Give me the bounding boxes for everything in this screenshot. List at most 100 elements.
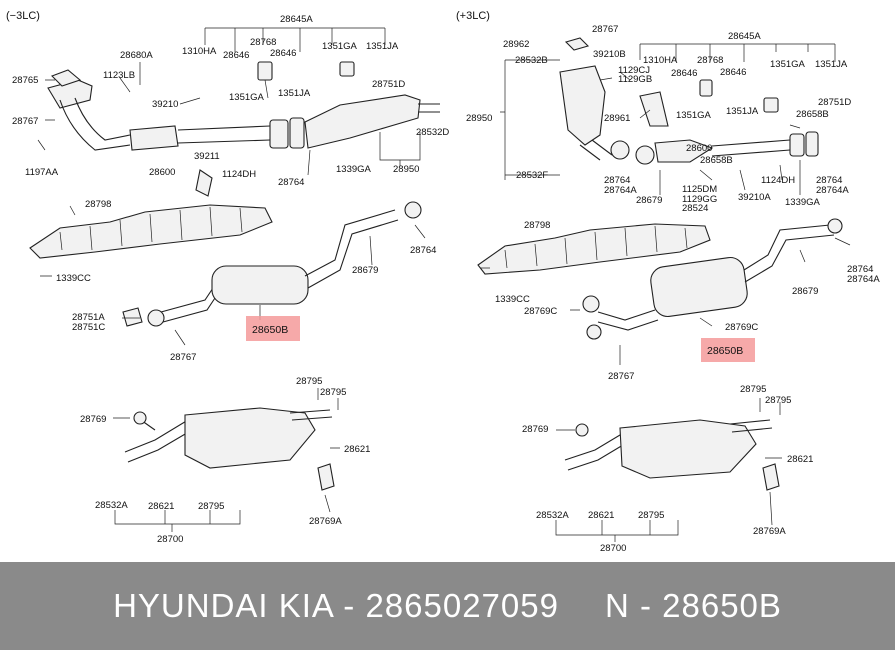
- left-rear-muffler: [124, 407, 335, 491]
- callout-label: 28751D: [372, 79, 405, 90]
- callout-label: 1129GG: [682, 194, 717, 205]
- callout-label: 1310HA: [182, 46, 217, 57]
- right-leader-lines: [480, 43, 851, 542]
- footer-oem-code: N - 28650B: [604, 587, 782, 624]
- callout-label: 28658B: [700, 155, 733, 166]
- callout-label: 28768: [250, 37, 276, 48]
- callout-label: 28645A: [280, 14, 313, 25]
- highlight-box: [246, 316, 300, 341]
- callout-label: 1310HA: [643, 55, 678, 66]
- callout-label: 28764: [847, 264, 873, 275]
- callout-label: 28798: [85, 199, 111, 210]
- left-center-muffler: [122, 201, 422, 327]
- left-leader-lines: [37, 27, 426, 532]
- callout-label: 28679: [352, 265, 378, 276]
- callout-label: 28532A: [95, 500, 128, 511]
- highlighted-part-number: 28650B: [252, 324, 288, 336]
- callout-label: 28764: [278, 177, 304, 188]
- callout-label: 28769A: [309, 516, 342, 527]
- callout-label: 1124DH: [222, 169, 256, 180]
- right-rear-muffler: [564, 419, 780, 491]
- left-panel-tag: (−3LC): [6, 10, 40, 22]
- callout-label: 28751D: [818, 97, 851, 108]
- callout-label: 1339CC: [495, 294, 530, 305]
- callout-label: 1129GB: [618, 74, 652, 85]
- callout-label: 39210B: [593, 49, 626, 60]
- callout-label: 28769: [522, 424, 548, 435]
- callout-label: 1339GA: [785, 197, 821, 208]
- callout-label: 1125DM: [682, 184, 717, 195]
- callout-label: 28679: [636, 195, 662, 206]
- callout-label: 28658B: [796, 109, 829, 120]
- callout-label: 28767: [592, 24, 618, 35]
- callout-label: 39210: [152, 99, 178, 110]
- callout-label: 28764: [604, 175, 630, 186]
- callout-label: 28646: [270, 48, 296, 59]
- callout-label: 39211: [194, 151, 220, 162]
- right-panel-tag: (+3LC): [456, 10, 490, 22]
- callout-label: 28646: [720, 67, 746, 78]
- callout-label: 1339CC: [56, 273, 91, 284]
- callout-label: 28795: [296, 376, 322, 387]
- callout-label: 1351JA: [366, 41, 399, 52]
- callout-label: 28767: [170, 352, 196, 363]
- right-front-pipe-assembly: [559, 37, 819, 165]
- callout-label: 1351JA: [726, 106, 759, 117]
- callout-label: 1351GA: [676, 110, 712, 121]
- right-heat-shield: [477, 223, 711, 275]
- callout-label: 28795: [198, 501, 224, 512]
- callout-label: 28795: [765, 395, 791, 406]
- callout-label: 28961: [604, 113, 630, 124]
- left-callout-labels: 28645A 1310HA 28768 28646 28646 1351GA 1…: [12, 14, 449, 545]
- callout-label: 28524: [682, 203, 708, 214]
- right-callout-labels: 28767 28645A 28962 39210B 28532B 1129CJ …: [466, 24, 880, 554]
- callout-label: 1351GA: [229, 92, 265, 103]
- callout-label: 1351JA: [278, 88, 311, 99]
- callout-label: 1351GA: [770, 59, 806, 70]
- callout-label: 1129CJ: [618, 65, 650, 76]
- callout-label: 28621: [148, 501, 174, 512]
- callout-label: 28767: [608, 371, 634, 382]
- callout-label: 28795: [320, 387, 346, 398]
- highlighted-part-number: 28650B: [707, 345, 743, 357]
- left-heat-shield: [29, 204, 273, 259]
- callout-label: 28962: [503, 39, 529, 50]
- callout-label: 1123LB: [103, 70, 135, 81]
- callout-label: 28768: [697, 55, 723, 66]
- callout-label: 28950: [466, 113, 492, 124]
- footer-bar: HYUNDAI KIA - 2865027059 N - 28650B: [0, 562, 895, 650]
- callout-label: 1124DH: [761, 175, 795, 186]
- callout-label: 28621: [588, 510, 614, 521]
- callout-label: 28532D: [416, 127, 449, 138]
- callout-label: 28600: [149, 167, 175, 178]
- callout-label: 28751C: [72, 322, 105, 333]
- callout-label: 28765: [12, 75, 38, 86]
- footer-brand-part-number: HYUNDAI KIA - 2865027059: [113, 587, 559, 624]
- callout-label: 39210A: [738, 192, 771, 203]
- callout-label: 28532A: [536, 510, 569, 521]
- callout-label: 1339GA: [336, 164, 372, 175]
- callout-label: 28700: [600, 543, 626, 554]
- callout-label: 28950: [393, 164, 419, 175]
- callout-label: 28764A: [604, 185, 637, 196]
- callout-label: 1351GA: [322, 41, 358, 52]
- callout-label: 28769C: [524, 306, 557, 317]
- callout-label: 28764: [816, 175, 842, 186]
- callout-label: 28751A: [72, 312, 105, 323]
- callout-label: 28532B: [515, 55, 548, 66]
- callout-label: 28679: [792, 286, 818, 297]
- callout-label: 28645A: [728, 31, 761, 42]
- callout-label: 28769C: [725, 322, 758, 333]
- callout-label: 28795: [740, 384, 766, 395]
- callout-label: 28646: [671, 68, 697, 79]
- callout-label: 28680A: [120, 50, 153, 61]
- highlight-box: [701, 338, 755, 362]
- callout-label: 28646: [223, 50, 249, 61]
- left-front-pipe-assembly: [47, 61, 440, 197]
- callout-label: 1197AA: [25, 167, 59, 178]
- callout-label: 28769: [80, 414, 106, 425]
- callout-label: 28795: [638, 510, 664, 521]
- callout-label: 28621: [787, 454, 813, 465]
- callout-label: 28532F: [516, 170, 548, 181]
- right-center-muffler: [582, 218, 843, 340]
